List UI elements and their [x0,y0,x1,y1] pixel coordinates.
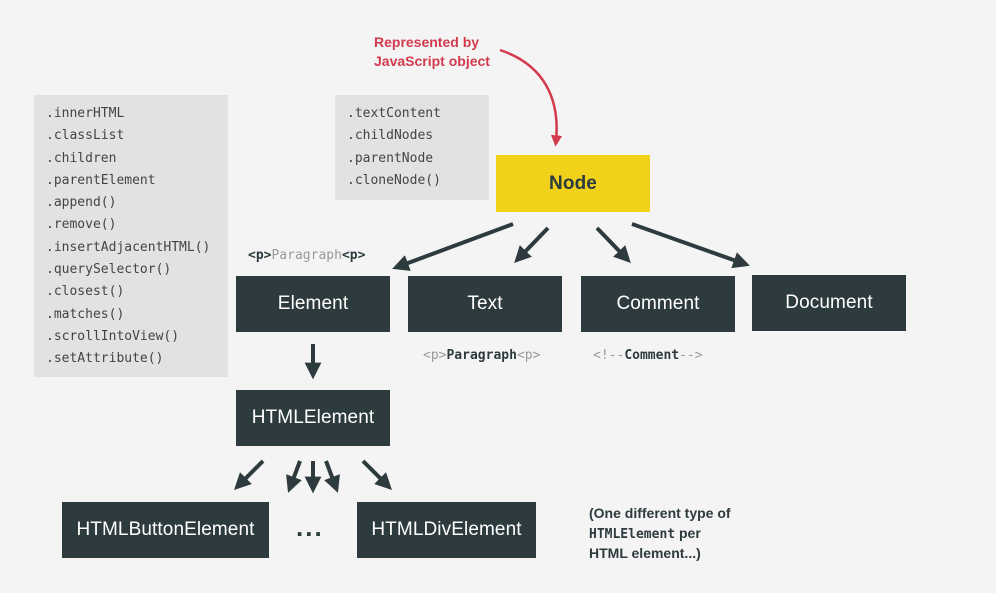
method-item: .querySelector() [46,262,172,278]
note-line-2-rest: per [675,524,701,541]
method-item: .setAttribute() [46,351,164,367]
text-example-open: <p> [423,348,447,363]
method-item: .insertAdjacentHTML() [46,239,211,255]
method-item: .cloneNode() [347,172,441,188]
element-box: Element [236,276,390,332]
arrow-node-to-element [392,222,514,271]
method-item: .append() [46,195,117,211]
method-item: .closest() [46,284,125,300]
method-item: .innerHTML [46,106,125,121]
note-line-2: HTMLElement per [589,524,731,545]
arrow-htmlelement-sub-3 [324,460,340,493]
method-item: .children [46,150,117,166]
note-line-3: HTML element...) [589,545,701,561]
element-example-content: Paragraph [271,248,342,263]
annotation-line-2: JavaScript object [374,53,490,69]
document-box: Document [752,275,906,331]
arrow-node-to-text [514,226,550,264]
arrow-htmlelement-to-div [361,459,392,490]
text-example-close: <p> [516,348,541,363]
method-item: .remove() [46,217,117,233]
note-line-1: (One different type of [589,505,731,521]
text-example-label: <p>Paragraph<p> [423,348,540,363]
comment-example-close: --> [679,348,703,363]
method-item: .matches() [46,306,125,322]
htmlbuttonelement-box: HTMLButtonElement [62,502,269,558]
text-example-content: Paragraph [446,348,517,363]
annotation-arrow [499,48,563,147]
element-example-close: <p> [341,248,366,263]
method-item: .parentElement [46,172,156,188]
one-type-note: (One different type of HTMLElement per H… [589,504,731,564]
represented-by-annotation: Represented by JavaScript object [374,33,490,71]
htmldivelement-box: HTMLDivElement [357,502,536,558]
comment-example-open: <!-- [593,348,625,363]
method-item: .textContent [347,106,441,121]
node-box: Node [496,155,650,212]
annotation-line-1: Represented by [374,34,480,50]
text-box: Text [408,276,562,332]
arrow-node-to-document [631,222,750,269]
arrow-htmlelement-to-button [234,459,265,490]
comment-example-label: <!--Comment--> [593,348,703,363]
comment-box: Comment [581,276,735,332]
element-example-open: <p> [248,248,272,263]
method-item: .scrollIntoView() [46,328,180,344]
element-example-label: <p>Paragraph<p> [248,248,365,263]
method-item: .classList [46,128,125,144]
comment-example-content: Comment [624,348,680,363]
arrow-htmlelement-sub-1 [286,460,302,493]
more-elements-ellipsis: ... [296,512,324,542]
method-item: .childNodes [347,128,434,144]
node-methods-panel: .textContent .childNodes .parentNode .clone… [335,95,489,200]
arrow-node-to-comment [595,226,631,264]
method-item: .parentNode [347,150,434,166]
element-methods-panel: .innerHTML .classList .children .parentElem… [34,95,228,377]
htmlelement-box: HTMLElement [236,390,390,446]
note-code: HTMLElement [589,526,676,542]
